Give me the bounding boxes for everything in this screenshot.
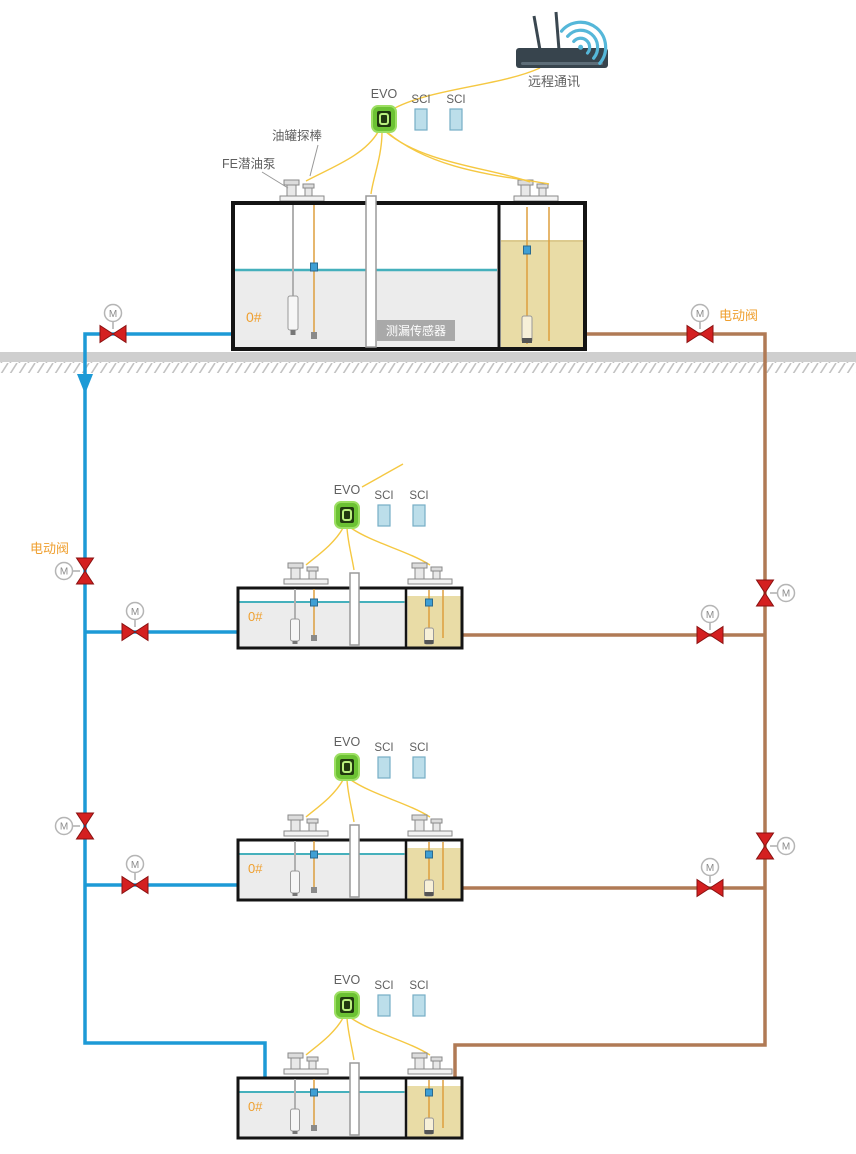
motor-valve-7 (755, 579, 796, 607)
tank-unit-3 (238, 735, 462, 900)
motor-valve-4 (121, 601, 149, 642)
antenna-icon (532, 15, 542, 51)
motor-valve-10 (696, 857, 724, 898)
remote-comm-label: 远程通讯 (528, 74, 580, 89)
signal-wires-top (305, 67, 550, 195)
float-switch-icon (523, 245, 531, 255)
wifi-signal-icon (559, 20, 608, 65)
motor-valve-3 (54, 557, 95, 585)
signal-wire-stub (361, 463, 404, 488)
electric-valve-label-right: 电动阀 (719, 308, 758, 323)
motor-valve-8 (696, 604, 724, 645)
oil-pipeline (453, 332, 767, 1080)
tank-unit-2 (238, 483, 462, 648)
tank-unit-4 (238, 973, 462, 1138)
callout-labels: 油罐探棒 FE潜油泵 (222, 129, 323, 189)
motor-valve-6 (121, 854, 149, 895)
submersible-pump-icon (287, 295, 299, 331)
motor-valve-5 (54, 812, 95, 840)
fe-pump-label: FE潜油泵 (222, 157, 275, 171)
router (516, 11, 608, 68)
motor-valve-1 (99, 303, 127, 344)
surface-tank: 测漏传感器 0# (231, 179, 587, 351)
motor-valve-2 (686, 303, 714, 344)
float-switch-icon (310, 262, 318, 272)
tank-number-label: 0# (246, 309, 262, 325)
leak-sensor-chip (377, 320, 455, 341)
flow-arrow-icon (77, 374, 93, 394)
tank-probe-label: 油罐探棒 (272, 129, 323, 143)
controller-cluster-top (371, 87, 466, 132)
leak-sensor-tube (365, 195, 377, 348)
water-pipeline (83, 332, 267, 1080)
antenna-icon (554, 11, 561, 51)
motor-valve-9 (755, 832, 796, 860)
leak-sensor-label: 测漏传感器 (386, 323, 446, 338)
electric-valve-label-left: 电动阀 (30, 541, 69, 556)
ground-line (0, 352, 856, 373)
